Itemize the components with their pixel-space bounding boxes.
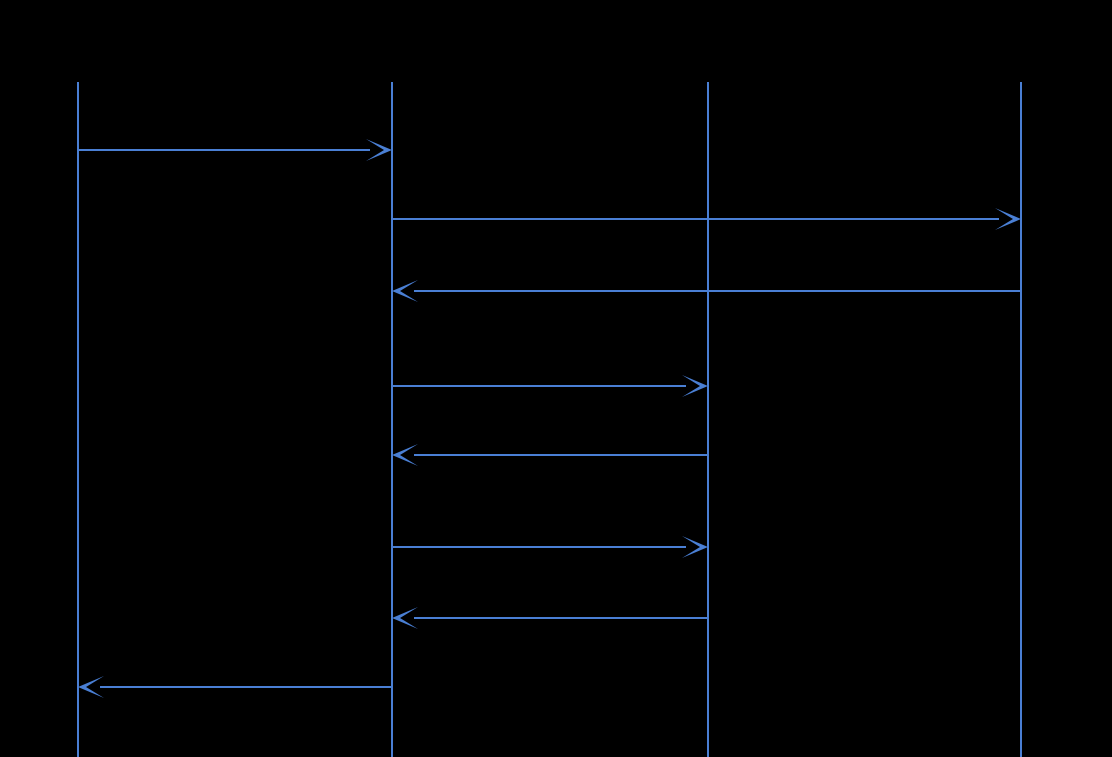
lifelines-layer [77, 82, 1022, 757]
message-4[interactable] [392, 375, 708, 397]
message-arrowhead-8 [78, 676, 104, 698]
messages-layer [78, 139, 1021, 698]
message-arrowhead-4 [682, 375, 708, 397]
message-3[interactable] [392, 280, 1021, 302]
message-arrowhead-1 [366, 139, 392, 161]
message-arrowhead-2 [995, 208, 1021, 230]
message-7[interactable] [392, 607, 708, 629]
message-arrowhead-5 [392, 444, 418, 466]
message-1[interactable] [78, 139, 392, 161]
message-5[interactable] [392, 444, 708, 466]
message-8[interactable] [78, 676, 392, 698]
message-2[interactable] [392, 208, 1021, 230]
message-arrowhead-6 [682, 536, 708, 558]
message-arrowhead-3 [392, 280, 418, 302]
message-6[interactable] [392, 536, 708, 558]
message-arrowhead-7 [392, 607, 418, 629]
